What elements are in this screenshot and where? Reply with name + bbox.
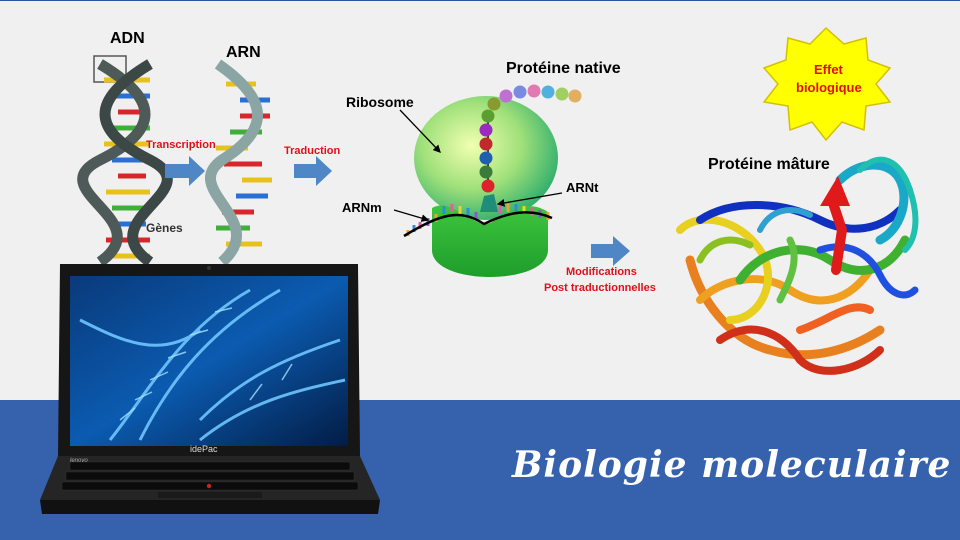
transcription-arrow-icon (165, 156, 205, 186)
modifications-line1: Modifications (566, 266, 637, 278)
traduction-label: Traduction (284, 145, 341, 157)
rna-strand-icon (205, 59, 272, 267)
arn-label: ARN (226, 44, 261, 61)
effet-line2: biologique (796, 80, 862, 95)
arnm-label: ARNm (342, 200, 382, 215)
course-title: Biologie moleculaire (512, 444, 952, 486)
ribosome-label: Ribosome (346, 94, 414, 110)
adn-label: ADN (110, 30, 145, 47)
modifications-arrow-icon (591, 236, 630, 266)
transcription-label: Transcription (146, 139, 216, 151)
mature-protein-icon (676, 156, 919, 375)
laptop-screen (70, 276, 348, 446)
dna-helix-icon (77, 55, 173, 267)
laptop-brand: idePac (190, 444, 218, 454)
genes-label: Gènes (146, 221, 183, 235)
effet-text: Effet (814, 62, 843, 77)
proteine-native-label: Protéine native (506, 60, 621, 77)
laptop-icon (40, 264, 380, 514)
ribosome-icon (393, 84, 582, 277)
effet-line1: Effet (814, 62, 843, 77)
modifications-line2: Post traductionnelles (544, 282, 656, 294)
laptop-keyboard-brand: lenovo (70, 458, 88, 464)
arnt-label: ARNt (566, 180, 599, 195)
traduction-arrow-icon (294, 156, 332, 186)
proteine-mature-label: Protéine mâture (708, 156, 830, 173)
effect-star-icon (762, 26, 892, 142)
